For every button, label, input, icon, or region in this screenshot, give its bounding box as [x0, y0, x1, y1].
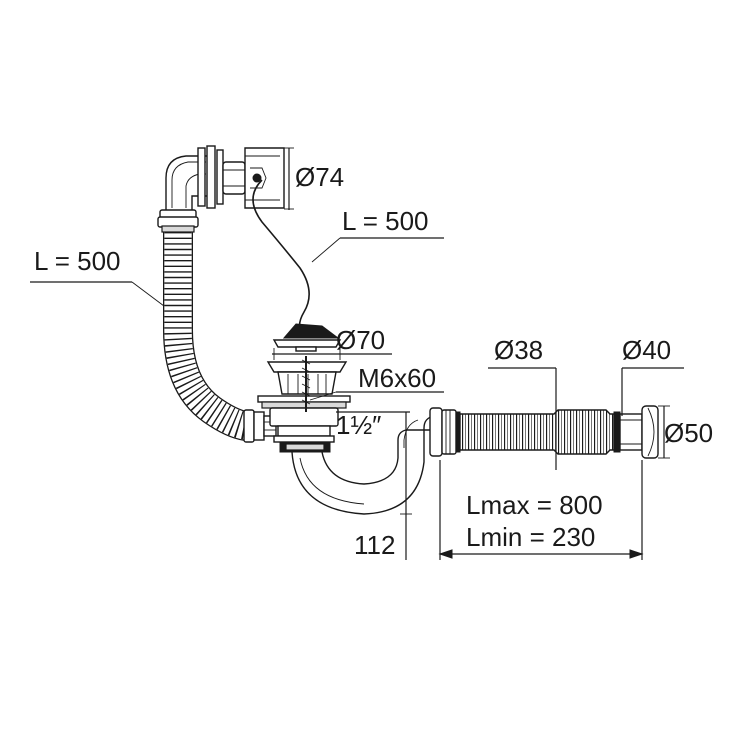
height-label: 112 — [354, 530, 395, 560]
height-dimension: 112 — [354, 412, 412, 560]
thread-label: 1½″ — [336, 410, 381, 440]
drain-plug — [272, 323, 342, 352]
outer-diameter-label: Ø40 — [622, 335, 671, 365]
length-max-label: Lmax = 800 — [466, 490, 603, 520]
cable: L = 500 — [252, 179, 444, 331]
screw-label: M6x60 — [358, 363, 436, 393]
plug-diameter-dimension: Ø70 — [272, 325, 392, 360]
drain-body — [257, 356, 351, 453]
screw-dimension: M6x60 — [309, 363, 444, 401]
length-min-label: Lmin = 230 — [466, 522, 595, 552]
plug-diameter-label: Ø70 — [336, 325, 385, 355]
overflow-diameter-dimension: Ø74 — [284, 147, 344, 210]
outer-diameter-dimension: Ø40 — [621, 335, 684, 416]
cable-length-label: L = 500 — [342, 206, 429, 236]
overflow-hose — [163, 232, 277, 443]
thread-dimension: 1½″ — [336, 410, 410, 440]
hose-length-label: L = 500 — [34, 246, 121, 276]
outlet-hose — [429, 405, 659, 459]
trap-bend — [291, 415, 442, 515]
outlet-diameter-label: Ø50 — [664, 418, 713, 448]
outlet-diameter-dimension: Ø50 — [658, 405, 713, 459]
hose-length-dimension: L = 500 — [30, 246, 165, 307]
length-dimension: Lmax = 800 Lmin = 230 — [438, 460, 644, 560]
overflow-assembly — [157, 145, 285, 233]
inner-diameter-dimension: Ø38 — [488, 335, 557, 470]
inner-diameter-label: Ø38 — [494, 335, 543, 365]
overflow-diameter-label: Ø74 — [295, 162, 344, 192]
